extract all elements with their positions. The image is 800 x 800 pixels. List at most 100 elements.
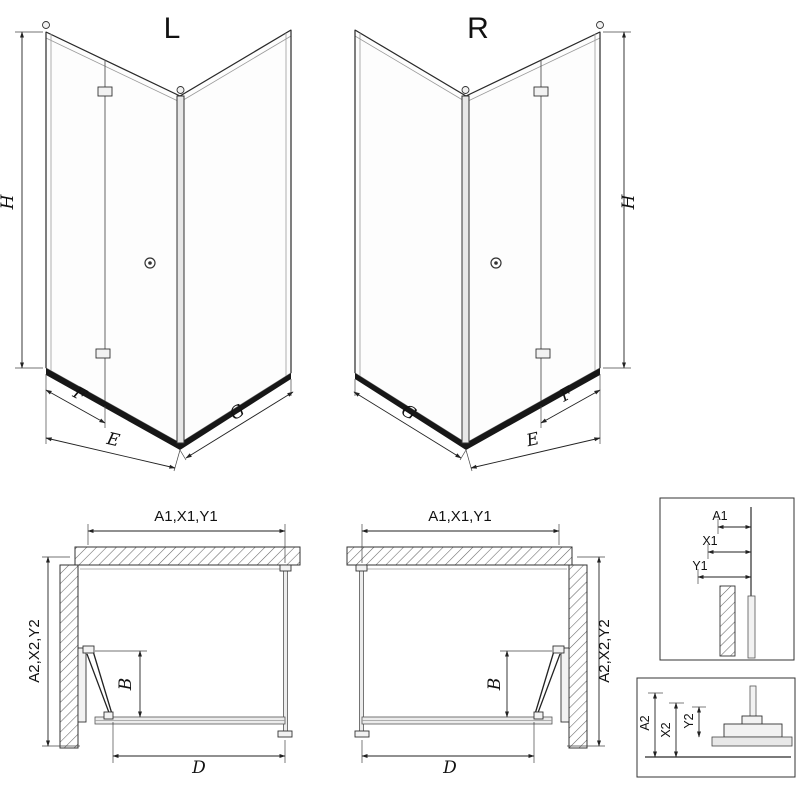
- dim-label-H: H: [0, 193, 18, 210]
- dim-width-range: A1,X1,Y1: [87, 508, 286, 563]
- top-profile: [354, 29, 467, 97]
- plan-view-right: A1,X1,Y1 A2,X2,Y2 B D: [346, 508, 613, 778]
- top-profile: [465, 31, 601, 97]
- dim-label-Y2: Y2: [682, 713, 696, 728]
- door-pivot-plan: [103, 711, 114, 720]
- door-handle-knob-center: [494, 261, 498, 265]
- corner-post: [176, 95, 185, 444]
- glass-top-bracket: [279, 564, 292, 572]
- dim-entry-width: E: [465, 429, 601, 472]
- dim-label-A2: A2: [638, 715, 652, 730]
- dim-label-B: B: [116, 678, 136, 692]
- dim-x2: X2: [659, 702, 684, 758]
- dim-y2: Y2: [682, 706, 706, 738]
- bottom-rail: [466, 368, 600, 450]
- bottom-rail-section: [723, 723, 783, 738]
- dim-label-A1X1Y1: A1,X1,Y1: [428, 508, 491, 525]
- dimension-line: [45, 389, 106, 424]
- dim-label-Y1: Y1: [692, 559, 707, 573]
- folded-door-leaf: [92, 650, 113, 715]
- corner-post: [461, 95, 470, 444]
- post-cap-knob: [461, 86, 470, 94]
- dim-entry-width: E: [45, 429, 181, 472]
- dim-depth-range: A2,X2,Y2: [26, 556, 80, 747]
- wall-mount-profile: [560, 647, 570, 723]
- wall-top: [74, 546, 301, 566]
- top-profile-inner: [45, 37, 181, 103]
- dimension-line: [540, 389, 601, 424]
- wall-left: [59, 564, 79, 749]
- top-profile-inner: [465, 37, 601, 103]
- dim-height: H: [603, 31, 639, 369]
- iso-view-right: R H F: [353, 12, 639, 472]
- bottom-rail: [46, 368, 180, 450]
- dim-bottom-width: D: [112, 722, 286, 778]
- dim-door-fold: B: [485, 650, 552, 718]
- folded-door-leaf: [535, 653, 561, 719]
- dim-depth-range: A2,X2,Y2: [567, 556, 613, 747]
- dim-door-fold: B: [95, 650, 147, 718]
- post-cap-knob: [176, 86, 185, 94]
- glass-bottom-foot: [354, 730, 370, 738]
- dim-height: H: [0, 31, 43, 369]
- detail-frame: [636, 677, 796, 778]
- dim-label-H: H: [619, 193, 639, 210]
- dim-a1: A1: [712, 509, 752, 534]
- plan-view-left: A1,X1,Y1 A2,X2,Y2 B D: [26, 508, 301, 778]
- dim-label-D: D: [191, 758, 206, 778]
- door-handle-knob-center: [148, 261, 152, 265]
- dimension-line: [45, 437, 176, 469]
- door-hinge-plan: [552, 645, 565, 654]
- wall-right: [568, 564, 588, 749]
- dimension-line: [185, 391, 294, 459]
- door-hinge-plan: [82, 645, 95, 654]
- dim-label-A2X2Y2: A2,X2,Y2: [26, 619, 43, 682]
- detail-depth-adjustment: A2 X2 Y2: [636, 677, 796, 778]
- top-profile: [45, 31, 181, 97]
- variant-label-left: L: [164, 12, 181, 45]
- top-profile: [179, 29, 292, 97]
- dim-label-D: D: [442, 758, 457, 778]
- folded-door-leaf: [86, 653, 112, 719]
- post-cap-knob: [42, 21, 50, 29]
- dim-label-A2X2Y2: A2,X2,Y2: [596, 619, 613, 682]
- dim-label-E: E: [104, 429, 122, 452]
- fixed-glass-panel: [283, 564, 288, 736]
- dim-label-X1: X1: [702, 534, 717, 548]
- wall-top: [346, 546, 573, 566]
- glass-section: [747, 595, 756, 659]
- variant-label-right: R: [467, 12, 489, 45]
- dim-a2: A2: [638, 692, 663, 758]
- hinge-top: [97, 86, 113, 97]
- wall-profile-section: [719, 585, 736, 657]
- hinge-bottom: [535, 348, 551, 359]
- hinge-top: [533, 86, 549, 97]
- dim-x1: X1: [702, 534, 752, 559]
- dim-bottom-width: D: [361, 722, 535, 778]
- post-cap-knob: [596, 21, 604, 29]
- extension-line: [459, 449, 467, 461]
- detail-frame: [659, 497, 795, 661]
- rail-base-section: [711, 736, 793, 747]
- dim-y1: Y1: [692, 559, 752, 584]
- dimension-line: [470, 437, 601, 469]
- dimension-line: [353, 391, 462, 459]
- door-pivot-plan: [533, 711, 544, 720]
- glass-top-bracket: [355, 564, 368, 572]
- top-profile-inner: [179, 35, 292, 103]
- extension-line: [179, 449, 187, 461]
- detail-width-adjustment: A1 X1 Y1: [659, 497, 795, 661]
- dim-label-A1X1Y1: A1,X1,Y1: [154, 508, 217, 525]
- top-profile-inner: [354, 35, 467, 103]
- wall-mount-profile: [77, 647, 87, 723]
- dim-width-range: A1,X1,Y1: [361, 508, 560, 563]
- fixed-glass-panel: [359, 564, 364, 736]
- dim-label-B: B: [485, 678, 505, 692]
- dim-label-A1: A1: [712, 509, 727, 523]
- glass-bottom-foot: [277, 730, 293, 738]
- folded-door-leaf: [534, 650, 555, 715]
- dim-label-X2: X2: [659, 722, 673, 737]
- dim-label-E: E: [524, 429, 542, 452]
